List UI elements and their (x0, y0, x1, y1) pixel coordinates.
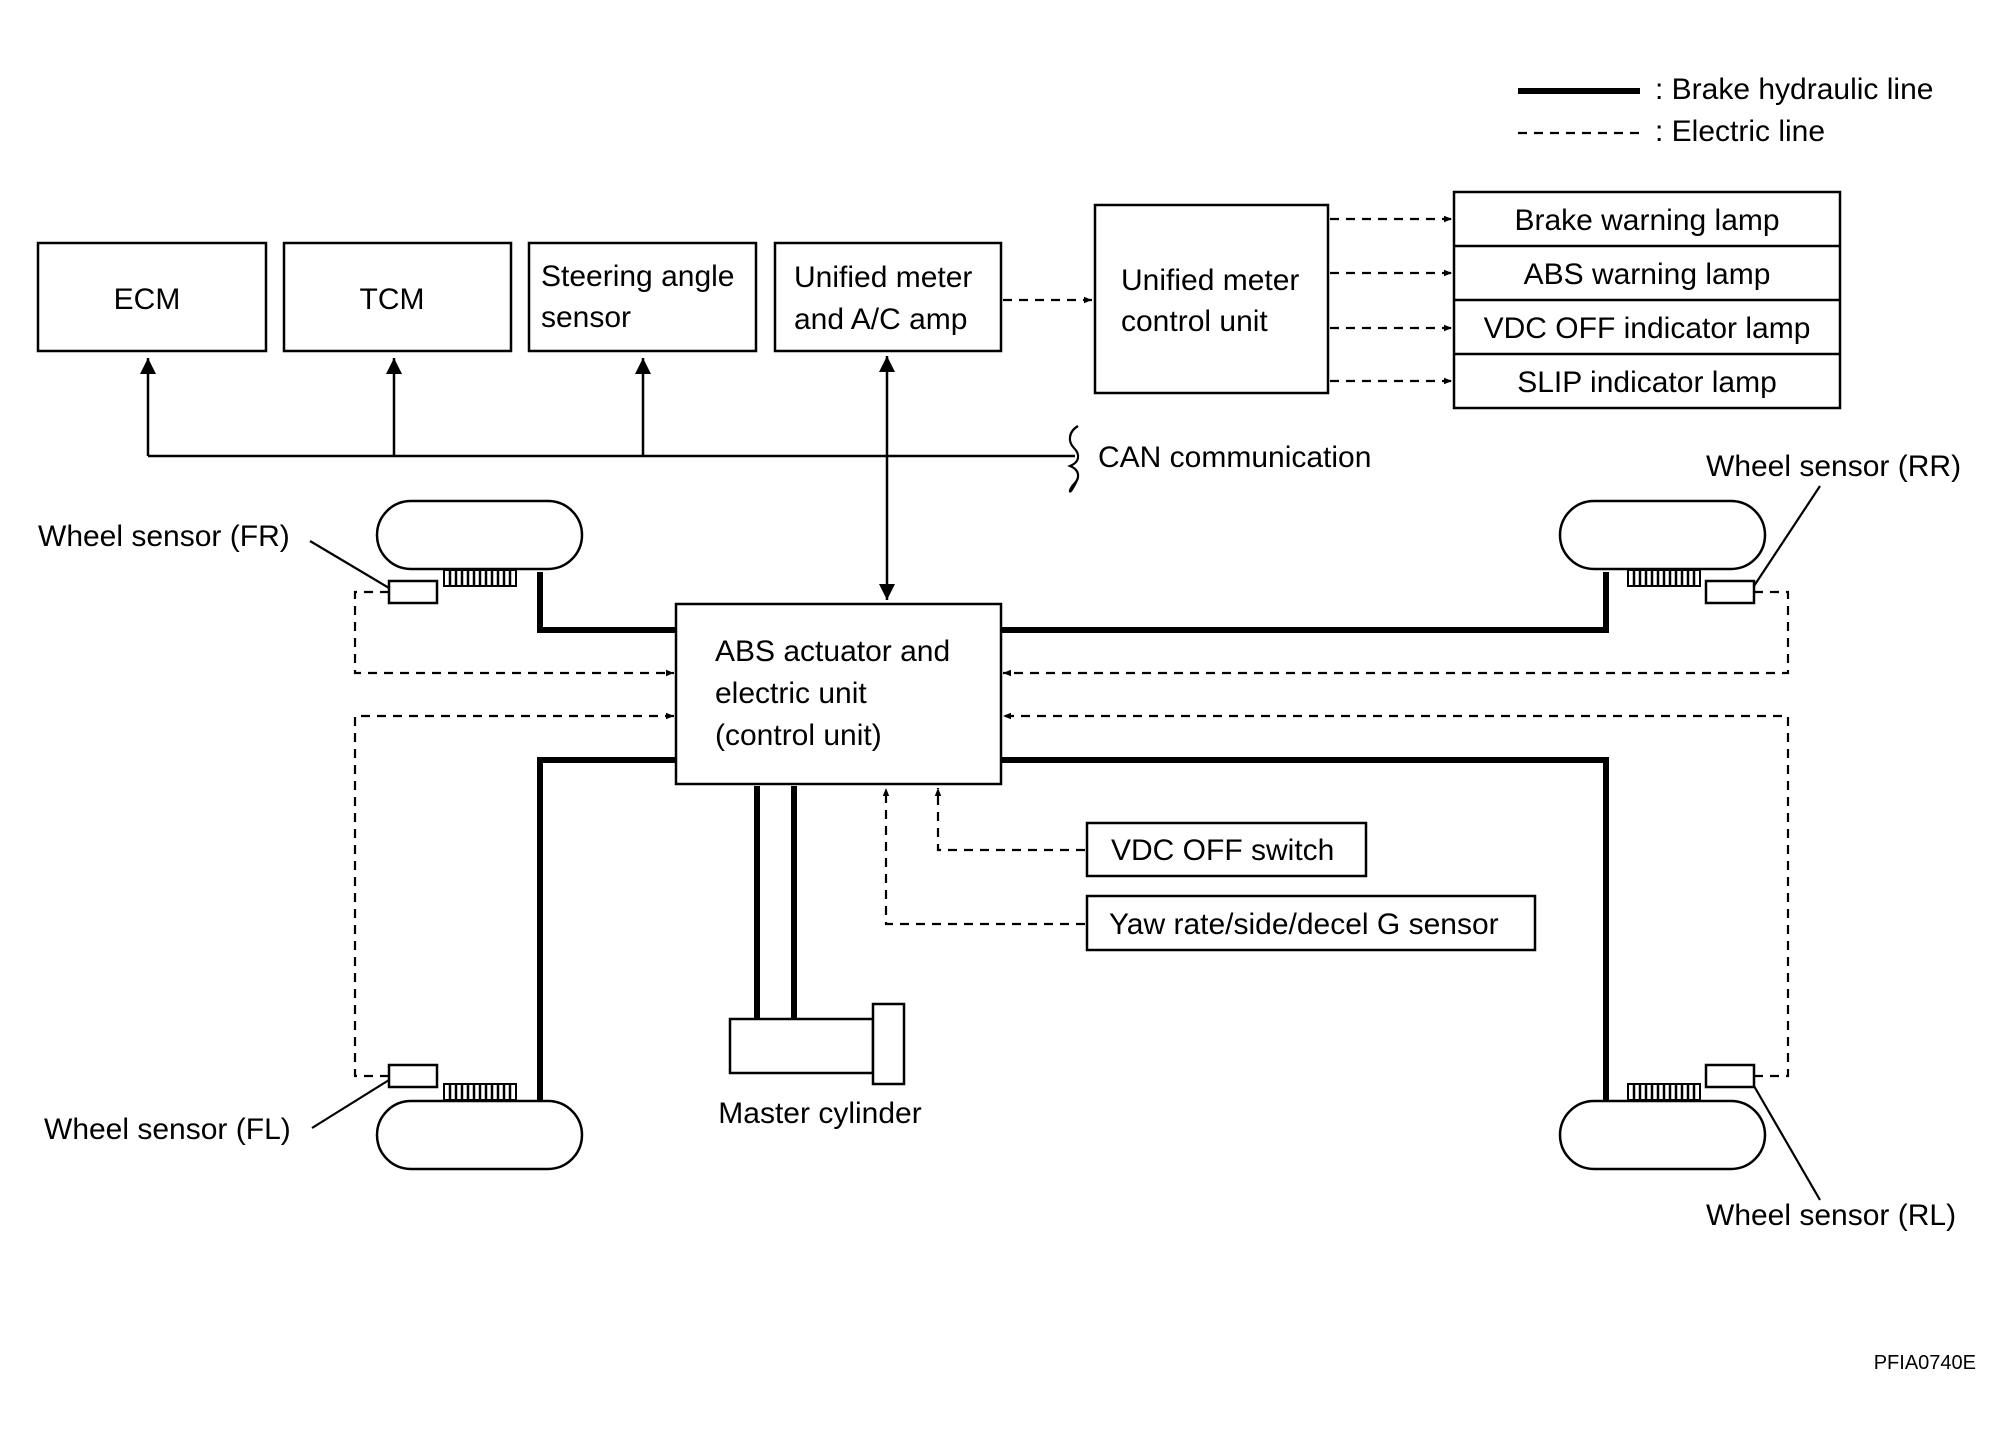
figure-code: PFIA0740E (1874, 1352, 1976, 1374)
hyd-line-rl (1001, 757, 1609, 1104)
elec-rl-to-abs (1003, 712, 1790, 1078)
lamp-slip-indicator: SLIP indicator lamp (1517, 366, 1777, 399)
wheel-sensor-rr-body (1704, 579, 1756, 605)
steering-label-line1: Steering angle (541, 260, 734, 293)
lamp-group: Brake warning lamp ABS warning lamp VDC … (1452, 190, 1842, 410)
elec-fl-to-abs (353, 712, 674, 1078)
meter-control-label-line1: Unified meter (1121, 264, 1299, 297)
wheel-fr (375, 499, 584, 605)
leader-rl (1753, 1085, 1821, 1201)
can-brace (1067, 425, 1080, 493)
wheel-sensor-fl-label: Wheel sensor (FL) (44, 1113, 291, 1146)
unified-amp-label-line2: and A/C amp (794, 303, 967, 336)
legend: : Brake hydraulic line : Electric line (1518, 73, 1933, 148)
yaw-sensor-to-abs-arrow (882, 788, 1085, 926)
yaw-sensor-label: Yaw rate/side/decel G sensor (1109, 908, 1499, 941)
hydraulic-lines (537, 572, 1609, 1104)
vdc-switch-to-abs-arrow (934, 788, 1085, 852)
wheel-sensor-fr-label: Wheel sensor (FR) (38, 520, 290, 553)
can-label: CAN communication (1098, 441, 1371, 474)
wheel-sensor-electric-lines (353, 590, 1790, 1078)
ecm-box: ECM (36, 241, 268, 353)
elec-rr-to-abs (1003, 590, 1790, 677)
hyd-line-fl (537, 757, 676, 1104)
wheel-rl (1558, 1063, 1767, 1171)
steering-angle-sensor-box: Steering angle sensor (527, 241, 758, 353)
tcm-box: TCM (282, 241, 513, 353)
steering-label-line2: sensor (541, 301, 631, 334)
wheel-sensor-rl-body (1704, 1063, 1756, 1089)
vdc-off-switch-box: VDC OFF switch (1085, 821, 1368, 878)
meter-control-unit-box: Unified meter control unit (1093, 203, 1330, 395)
master-cylinder: Master cylinder (718, 1002, 922, 1130)
lamp-vdc-off-indicator: VDC OFF indicator lamp (1484, 312, 1811, 345)
abs-label-line1: ABS actuator and (715, 635, 950, 668)
vdc-off-switch-label: VDC OFF switch (1111, 834, 1334, 867)
leader-rr (1753, 485, 1821, 587)
wheel-sensor-rl-label: Wheel sensor (RL) (1706, 1199, 1956, 1232)
hyd-line-rr (1001, 572, 1609, 633)
tcm-label: TCM (360, 283, 425, 316)
unified-meter-amp-box: Unified meter and A/C amp (773, 241, 1003, 353)
can-bus: CAN communication (140, 358, 1371, 493)
lamp-brake-warning: Brake warning lamp (1514, 204, 1779, 237)
wheel-fl (375, 1063, 584, 1171)
elec-fr-to-abs (353, 590, 674, 677)
abs-label-line2: electric unit (715, 677, 867, 710)
leader-fr (309, 540, 390, 589)
wheel-rr (1558, 499, 1767, 605)
hyd-line-fr (537, 572, 676, 633)
wheel-sensor-rr-label: Wheel sensor (RR) (1706, 450, 1961, 483)
legend-hydraulic-label: : Brake hydraulic line (1655, 73, 1933, 106)
wheel-sensor-fl-body (387, 1063, 439, 1089)
yaw-sensor-box: Yaw rate/side/decel G sensor (1085, 894, 1537, 952)
meter-control-label-line2: control unit (1121, 305, 1268, 338)
ecm-label: ECM (114, 283, 181, 316)
unified-amp-label-line1: Unified meter (794, 261, 972, 294)
leader-fl (311, 1079, 390, 1129)
wheel-sensor-fr-body (387, 579, 439, 605)
lamp-abs-warning: ABS warning lamp (1524, 258, 1771, 291)
master-cylinder-label: Master cylinder (718, 1097, 921, 1130)
abs-label-line3: (control unit) (715, 719, 882, 752)
abs-actuator-box: ABS actuator and electric unit (control … (674, 602, 1003, 786)
legend-electric-label: : Electric line (1655, 115, 1825, 148)
